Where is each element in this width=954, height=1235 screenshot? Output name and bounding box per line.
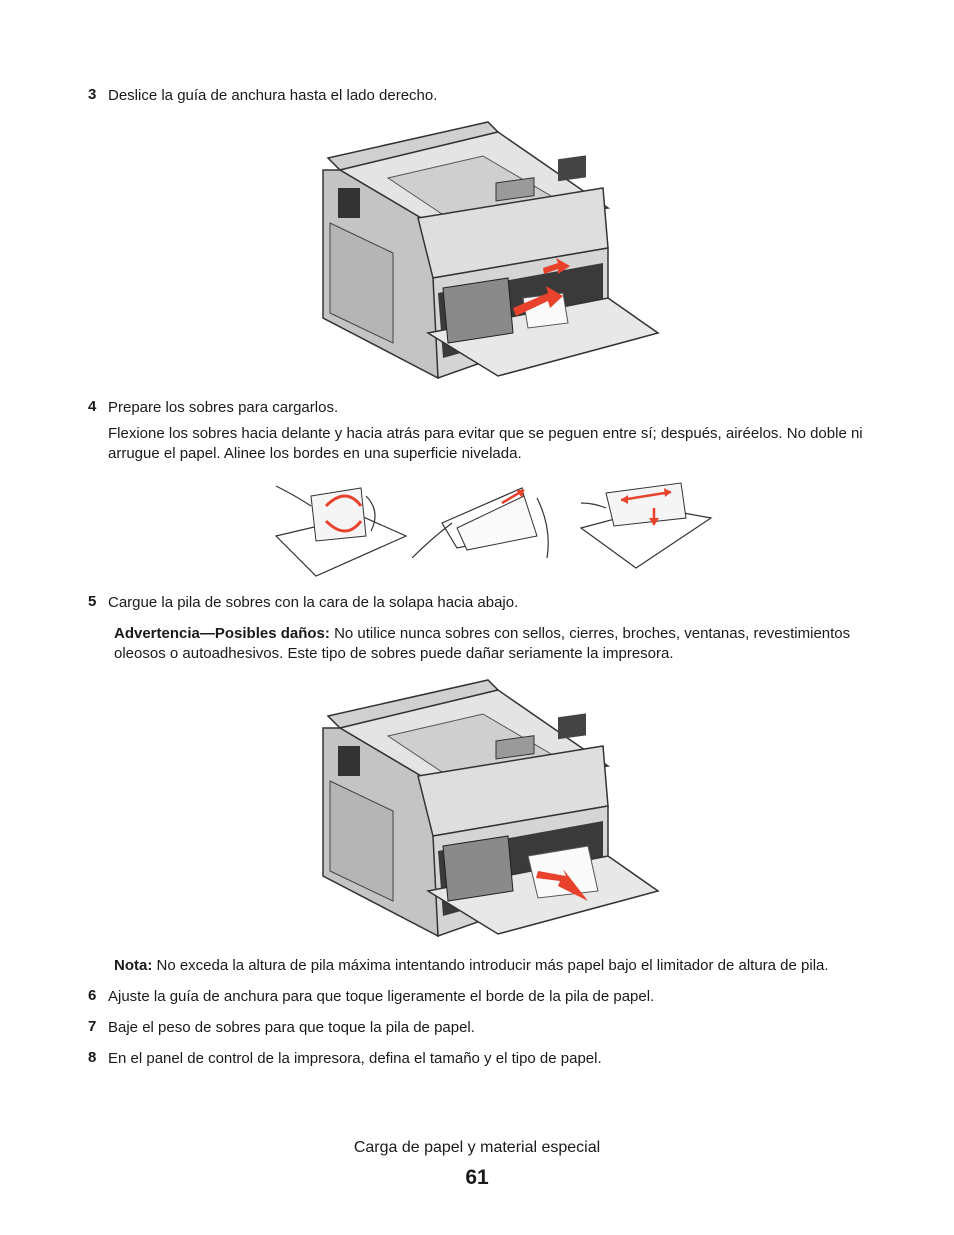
arrow-icon	[513, 286, 563, 316]
printer-illustration-width-guide	[322, 121, 660, 380]
envelope-fan-illustration	[412, 487, 549, 559]
step-7-number: 7	[88, 1018, 97, 1035]
step-4-detail-line-2: arrugue el papel. Alinee los bordes en u…	[108, 445, 522, 462]
warning-line-1: Advertencia—Posibles daños: No utilice n…	[114, 624, 850, 644]
step-8-text: En el panel de control de la impresora, …	[108, 1050, 602, 1067]
step-4-number: 4	[88, 398, 97, 415]
step-5-text: Cargue la pila de sobres con la cara de …	[108, 594, 519, 611]
step-4-detail-line-1: Flexione los sobres hacia delante y haci…	[108, 425, 863, 442]
step-3-text: Deslice la guía de anchura hasta el lado…	[108, 87, 438, 104]
note-label: Nota:	[114, 957, 153, 974]
page-number: 61	[465, 1166, 489, 1189]
warning-text-1: No utilice nunca sobres con sellos, cier…	[329, 625, 851, 642]
step-7-text: Baje el peso de sobres para que toque la…	[108, 1019, 475, 1036]
step-6-number: 6	[88, 987, 97, 1004]
step-3-number: 3	[88, 86, 97, 103]
note: Nota: No exceda la altura de pila máxima…	[114, 956, 829, 976]
footer-section-title: Carga de papel y material especial	[353, 1139, 601, 1156]
note-text: No exceda la altura de pila máxima inten…	[152, 957, 829, 974]
warning-line-2: oleosos o autoadhesivos. Este tipo de so…	[114, 645, 674, 662]
step-5-number: 5	[88, 593, 97, 610]
step-4-text: Prepare los sobres para cargarlos.	[108, 399, 339, 416]
printer-illustration-load-envelopes	[322, 679, 660, 938]
envelope-align-illustration	[579, 482, 713, 569]
arrow-icon	[536, 869, 588, 901]
warning-label: Advertencia—Posibles daños:	[114, 625, 330, 642]
step-8-number: 8	[88, 1049, 97, 1066]
step-6-text: Ajuste la guía de anchura para que toque…	[108, 988, 655, 1005]
envelope-flex-illustration	[274, 485, 408, 577]
